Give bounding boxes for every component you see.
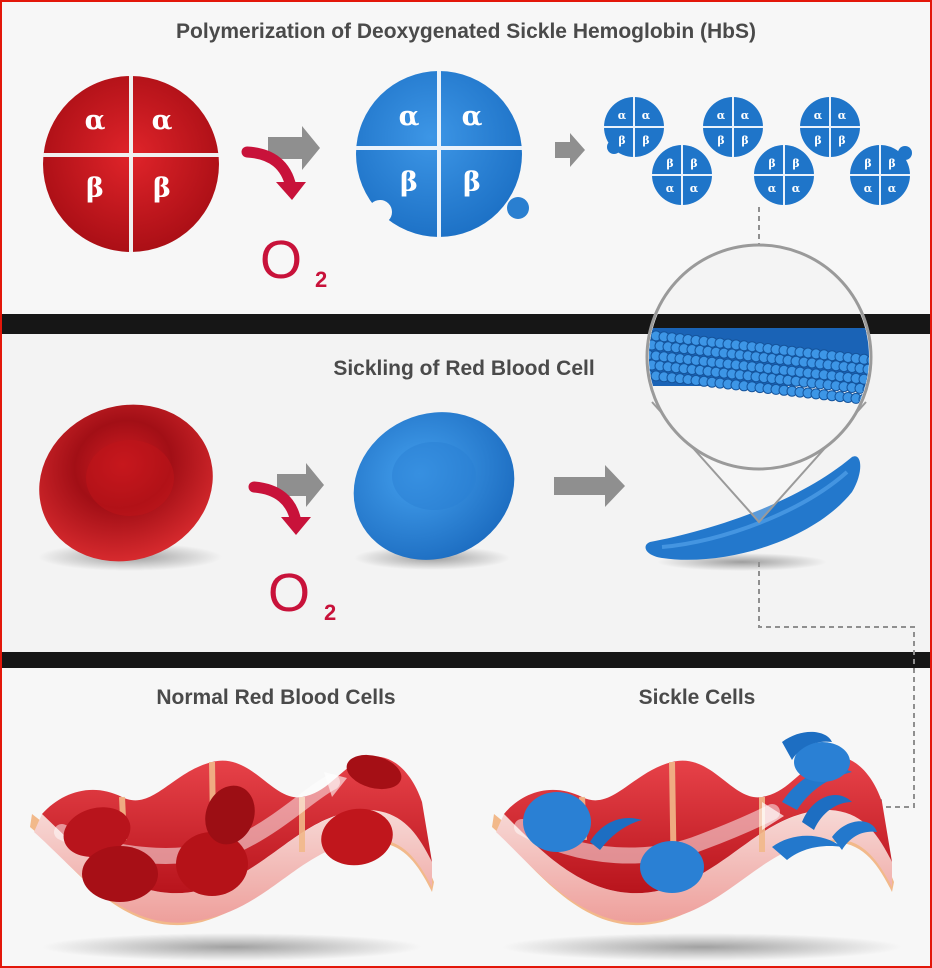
svg-text:β: β	[618, 134, 625, 147]
svg-text:α: α	[741, 109, 750, 122]
beta-label: β	[400, 167, 418, 198]
svg-text:α: α	[792, 182, 801, 195]
beta-label: β	[86, 173, 104, 204]
svg-text:β: β	[690, 157, 697, 170]
beta-label: β	[463, 167, 481, 198]
svg-text:α: α	[864, 182, 873, 195]
beta-label: β	[153, 173, 171, 204]
svg-text:α: α	[717, 109, 726, 122]
normal-cells-title: Normal Red Blood Cells	[156, 686, 395, 709]
svg-text:α: α	[888, 182, 897, 195]
svg-text:β: β	[741, 134, 748, 147]
svg-text:α: α	[690, 182, 699, 195]
divider-bottom	[2, 652, 930, 668]
alpha-label: α	[85, 105, 106, 136]
svg-text:α: α	[768, 182, 777, 195]
alpha-label: α	[399, 101, 420, 132]
svg-text:α: α	[814, 109, 823, 122]
svg-text:β: β	[717, 134, 724, 147]
alpha-label: α	[462, 101, 483, 132]
svg-text:β: β	[838, 134, 845, 147]
oxygen-subscript: 2	[315, 267, 327, 292]
svg-text:β: β	[888, 157, 895, 170]
svg-text:β: β	[864, 157, 871, 170]
oxygen-subscript: 2	[324, 600, 336, 625]
polymerization-title: Polymerization of Deoxygenated Sickle He…	[176, 20, 756, 43]
svg-text:α: α	[666, 182, 675, 195]
svg-text:β: β	[792, 157, 799, 170]
sickling-title: Sickling of Red Blood Cell	[333, 357, 594, 380]
svg-text:α: α	[618, 109, 627, 122]
sickle-cells-title: Sickle Cells	[639, 686, 756, 709]
svg-text:β: β	[814, 134, 821, 147]
alpha-label: α	[152, 105, 173, 136]
svg-text:α: α	[838, 109, 847, 122]
svg-text:α: α	[642, 109, 651, 122]
svg-text:β: β	[642, 134, 649, 147]
svg-text:β: β	[768, 157, 775, 170]
svg-text:β: β	[666, 157, 673, 170]
oxygenated-hemoglobin: α α β β	[43, 76, 219, 252]
oxygen-symbol: O	[268, 563, 310, 623]
oxygen-symbol: O	[260, 230, 302, 290]
